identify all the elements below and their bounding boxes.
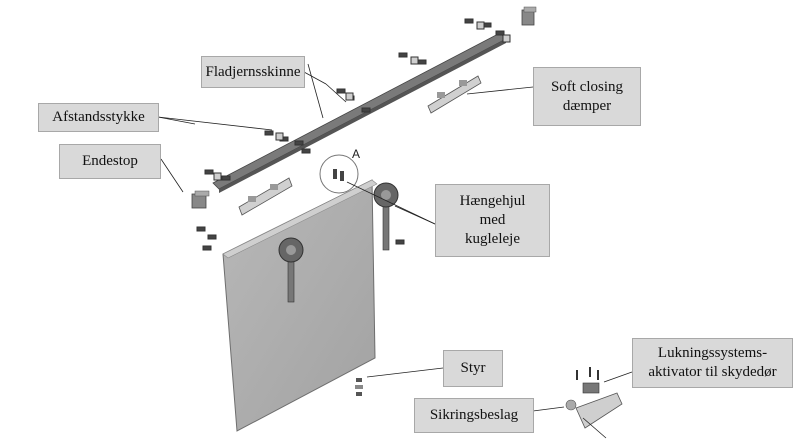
end-stop-right — [521, 6, 537, 26]
end-stop-left — [191, 190, 210, 209]
door-panel — [222, 179, 378, 432]
callout-hanger-wheel-line-2: med — [479, 212, 506, 228]
callout-hanger-wheel: Hængehjul med kugleleje — [435, 184, 550, 257]
hanger-wheel-right — [373, 182, 399, 251]
leader-lines — [157, 63, 633, 439]
detail-a-marker: A — [319, 147, 360, 194]
callout-flat-iron-rail-text: Fladjernsskinne — [205, 63, 301, 80]
callout-hanger-wheel-line-3: kugleleje — [465, 231, 520, 247]
guide-hardware — [355, 378, 363, 396]
callout-guide-text: Styr — [460, 360, 486, 376]
callout-hanger-wheel-line-1: Hængehjul — [459, 193, 526, 209]
callout-safety-bracket: Sikringsbeslag — [414, 398, 534, 433]
soft-close-damper-right — [427, 75, 482, 114]
callout-soft-close-line-1: Soft closing — [550, 78, 624, 95]
callout-safety-bracket-text: Sikringsbeslag — [429, 407, 519, 423]
hanger-wheel-left — [278, 237, 304, 303]
callout-soft-close-line-2: dæmper — [562, 97, 612, 114]
callout-flat-iron-rail: Fladjernsskinne — [201, 56, 305, 88]
callout-closing-activator: Lukningssystems- aktivator til skydedør — [632, 338, 793, 388]
callout-end-stop: Endestop — [59, 144, 161, 179]
callout-end-stop-text: Endestop — [82, 153, 138, 169]
soft-close-damper-left — [238, 177, 293, 216]
callout-soft-close-damper: Soft closing dæmper — [533, 67, 641, 126]
callout-spacer: Afstandsstykke — [38, 103, 159, 132]
callout-closing-activator-line-1: Lukningssystems- — [657, 345, 768, 361]
callout-guide: Styr — [443, 350, 503, 387]
callout-closing-activator-line-2: aktivator til skydedør — [648, 364, 777, 380]
spacers-and-screws — [196, 18, 511, 251]
detail-a-label: A — [352, 147, 360, 161]
closing-activator-hardware — [565, 367, 623, 429]
callout-spacer-text: Afstandsstykke — [52, 109, 145, 125]
